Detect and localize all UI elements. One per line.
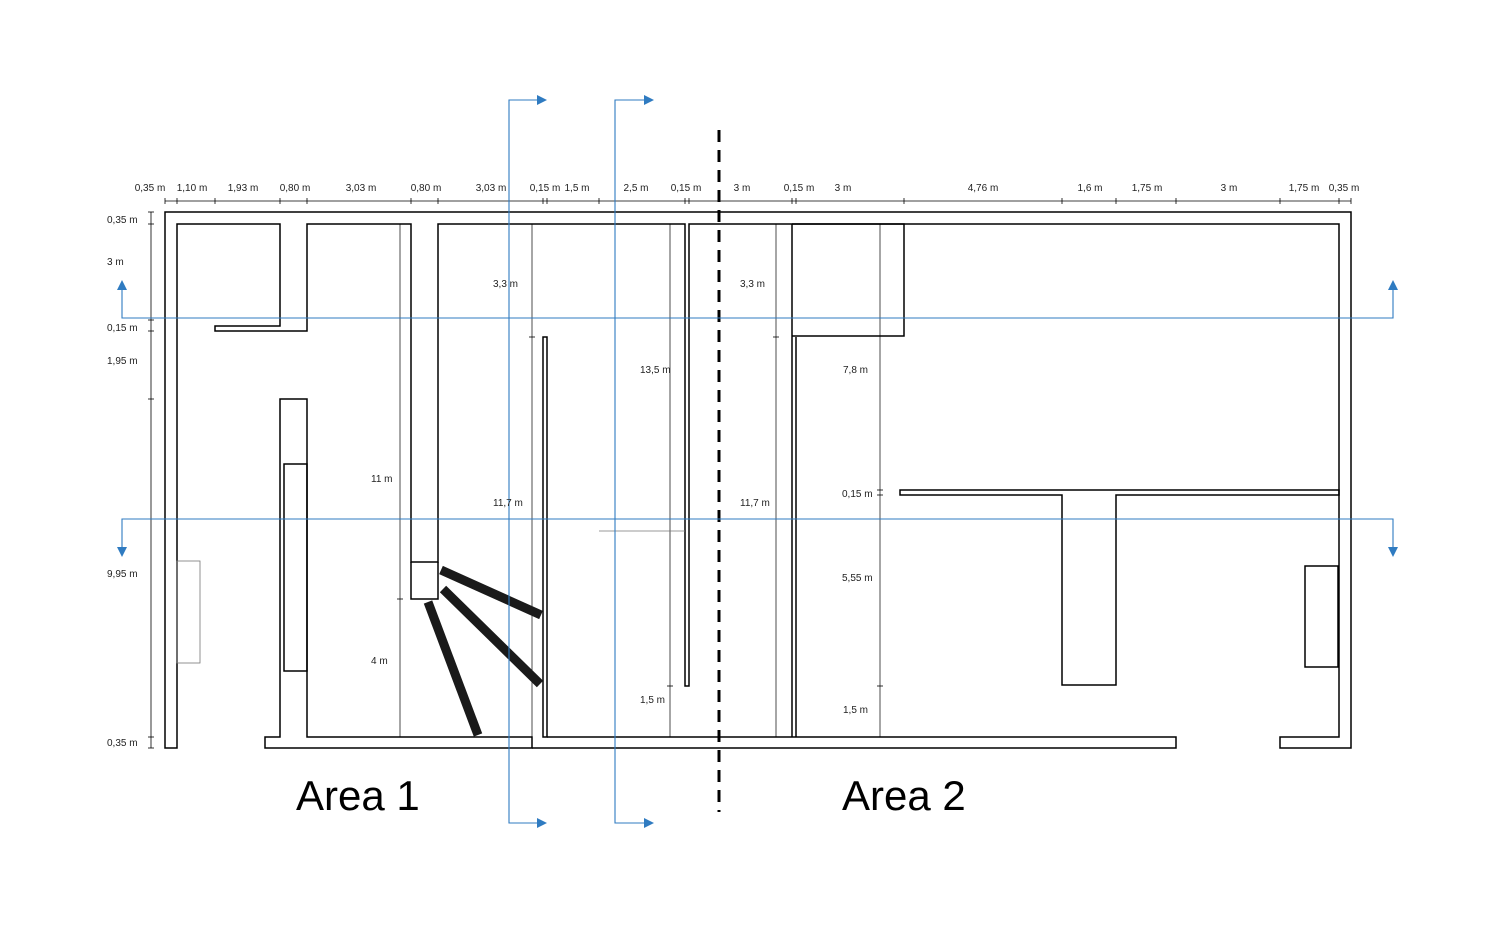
arrow-down-icon bbox=[1388, 547, 1398, 557]
arrow-right-icon bbox=[644, 95, 654, 105]
arrow-right-icon bbox=[644, 818, 654, 828]
area-1-label: Area 1 bbox=[296, 772, 420, 819]
top-dim-label: 3 m bbox=[734, 183, 751, 194]
dim-label: 11,7 m bbox=[740, 498, 770, 509]
arrow-down-icon bbox=[117, 547, 127, 557]
area-2-label: Area 2 bbox=[842, 772, 966, 819]
arrow-right-icon bbox=[537, 818, 547, 828]
top-dim-label: 4,76 m bbox=[968, 183, 999, 194]
top-dim-label: 3,03 m bbox=[346, 183, 377, 194]
dim-label: 0,15 m bbox=[842, 489, 873, 500]
dim-label: 7,8 m bbox=[843, 365, 868, 376]
top-dim-label: 3 m bbox=[835, 183, 852, 194]
diagonal-panels bbox=[423, 565, 544, 737]
top-dim-label: 1,6 m bbox=[1077, 183, 1102, 194]
outer-walls bbox=[164, 211, 1352, 749]
dim-label: 4 m bbox=[371, 656, 388, 667]
left-dim-label: 1,95 m bbox=[107, 356, 138, 367]
top-dim-label: 0,80 m bbox=[411, 183, 442, 194]
dim-label: 5,55 m bbox=[842, 573, 873, 584]
top-dim-label: 1,75 m bbox=[1289, 183, 1320, 194]
dim-label: 11 m bbox=[371, 474, 393, 485]
dim-label: 11,7 m bbox=[493, 498, 523, 509]
top-dim-label: 1,93 m bbox=[228, 183, 259, 194]
dim-label: 1,5 m bbox=[640, 695, 665, 706]
top-dim-label: 0,15 m bbox=[671, 183, 702, 194]
dim-label: 13,5 m bbox=[640, 365, 671, 376]
top-dim-label: 0,15 m bbox=[784, 183, 815, 194]
left-dim-label: 0,35 m bbox=[107, 215, 138, 226]
top-dim-label: 3 m bbox=[1221, 183, 1238, 194]
top-dim-label: 2,5 m bbox=[623, 183, 648, 194]
top-dim-label: 3,03 m bbox=[476, 183, 507, 194]
arrow-right-icon bbox=[537, 95, 547, 105]
dim-label: 3,3 m bbox=[740, 279, 765, 290]
top-dimension-line bbox=[164, 198, 1352, 204]
left-dim-label: 3 m bbox=[107, 257, 124, 268]
left-dimension-labels: 0,35 m 3 m 0,15 m 1,95 m 9,95 m 0,35 m bbox=[107, 215, 138, 749]
top-dim-label: 0,80 m bbox=[280, 183, 311, 194]
section-arrowheads bbox=[117, 95, 1398, 828]
inner-dimension-labels: 11 m 4 m 3,3 m 11,7 m 13,5 m 1,5 m 3,3 m… bbox=[371, 279, 873, 716]
top-dimension-labels: 0,35 m 1,10 m 1,93 m 0,80 m 3,03 m 0,80 … bbox=[135, 183, 1360, 194]
section-lines bbox=[121, 99, 1394, 824]
top-dim-label: 0,35 m bbox=[135, 183, 166, 194]
top-dim-label: 0,15 m bbox=[530, 183, 561, 194]
top-dim-label: 1,10 m bbox=[177, 183, 208, 194]
inner-dimension-ticks bbox=[397, 336, 883, 687]
top-dim-label: 0,35 m bbox=[1329, 183, 1360, 194]
thin-details bbox=[176, 224, 881, 737]
left-dimension-line bbox=[148, 211, 154, 749]
left-dim-label: 9,95 m bbox=[107, 569, 138, 580]
arrow-up-icon bbox=[117, 280, 127, 290]
top-dim-label: 1,5 m bbox=[564, 183, 589, 194]
top-dim-label: 1,75 m bbox=[1132, 183, 1163, 194]
arrow-up-icon bbox=[1388, 280, 1398, 290]
dim-label: 3,3 m bbox=[493, 279, 518, 290]
dim-label: 1,5 m bbox=[843, 705, 868, 716]
left-dim-label: 0,15 m bbox=[107, 323, 138, 334]
left-dim-label: 0,35 m bbox=[107, 738, 138, 749]
